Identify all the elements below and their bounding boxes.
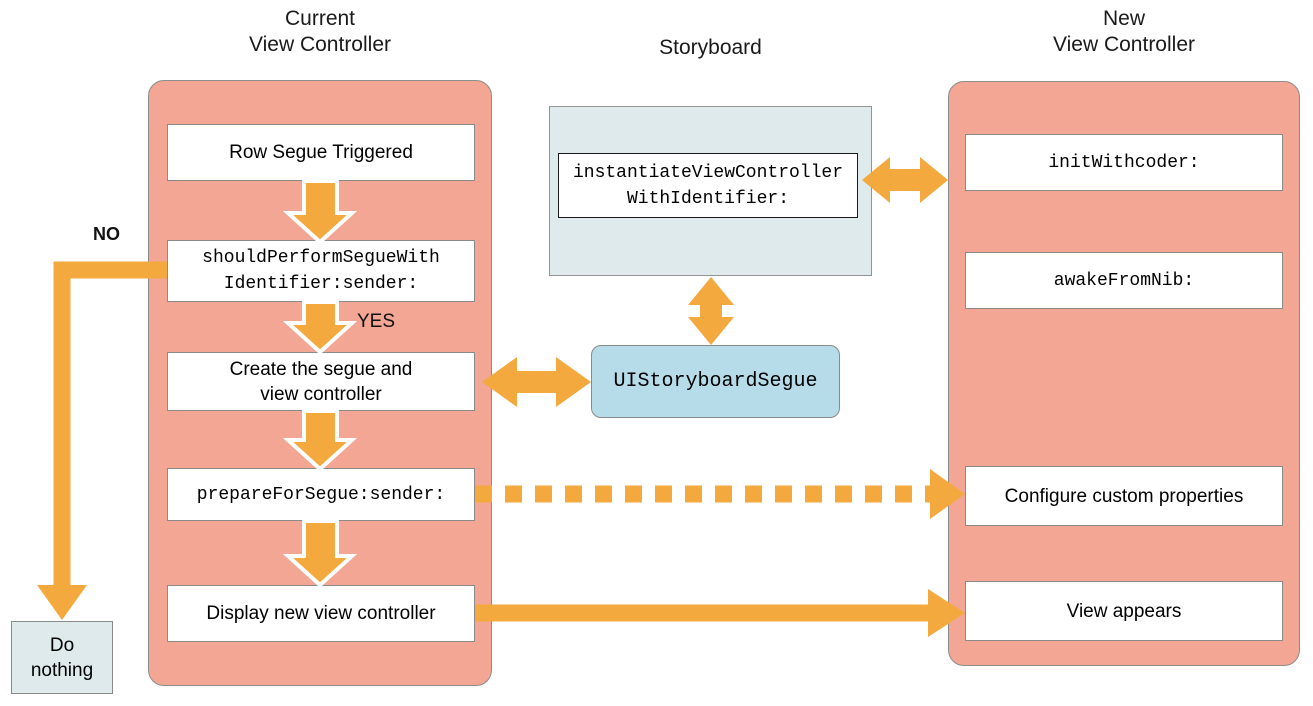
column-title-current-view-controller: Current View Controller (248, 7, 391, 56)
arrow-double-storyboard-to-init-with-coder (862, 157, 948, 203)
box-do-nothing[interactable]: Do nothing (11, 621, 113, 694)
step-instantiate-view-controller-with-identifier[interactable]: instantiateViewController WithIdentifier… (558, 153, 858, 218)
box-uistoryboardsegue[interactable]: UIStoryboardSegue (591, 345, 840, 418)
step-row-segue-triggered[interactable]: Row Segue Triggered (167, 124, 475, 181)
column-title-storyboard: Storyboard (659, 36, 762, 59)
step-display-new-view-controller[interactable]: Display new view controller (167, 585, 475, 642)
step-should-perform-segue-with-identifier-sender[interactable]: shouldPerformSegueWith Identifier:sender… (167, 240, 475, 302)
column-title-new-view-controller: New View Controller (1052, 7, 1195, 56)
label-branch-no: NO (93, 224, 120, 244)
step-init-with-coder[interactable]: initWithcoder: (965, 134, 1283, 191)
label-branch-yes: YES (357, 311, 396, 332)
arrow-double-storyboard-to-segue-vertical (688, 277, 734, 345)
arrow-double-create-segue-to-uistoryboardsegue (482, 357, 591, 407)
step-view-appears[interactable]: View appears (965, 581, 1283, 641)
step-configure-custom-properties[interactable]: Configure custom properties (965, 466, 1283, 526)
step-prepare-for-segue-sender[interactable]: prepareForSegue:sender: (167, 468, 475, 521)
step-awake-from-nib[interactable]: awakeFromNib: (965, 252, 1283, 309)
step-create-segue-and-view-controller[interactable]: Create the segue and view controller (167, 352, 475, 411)
arrow-no-branch-head (37, 585, 87, 620)
